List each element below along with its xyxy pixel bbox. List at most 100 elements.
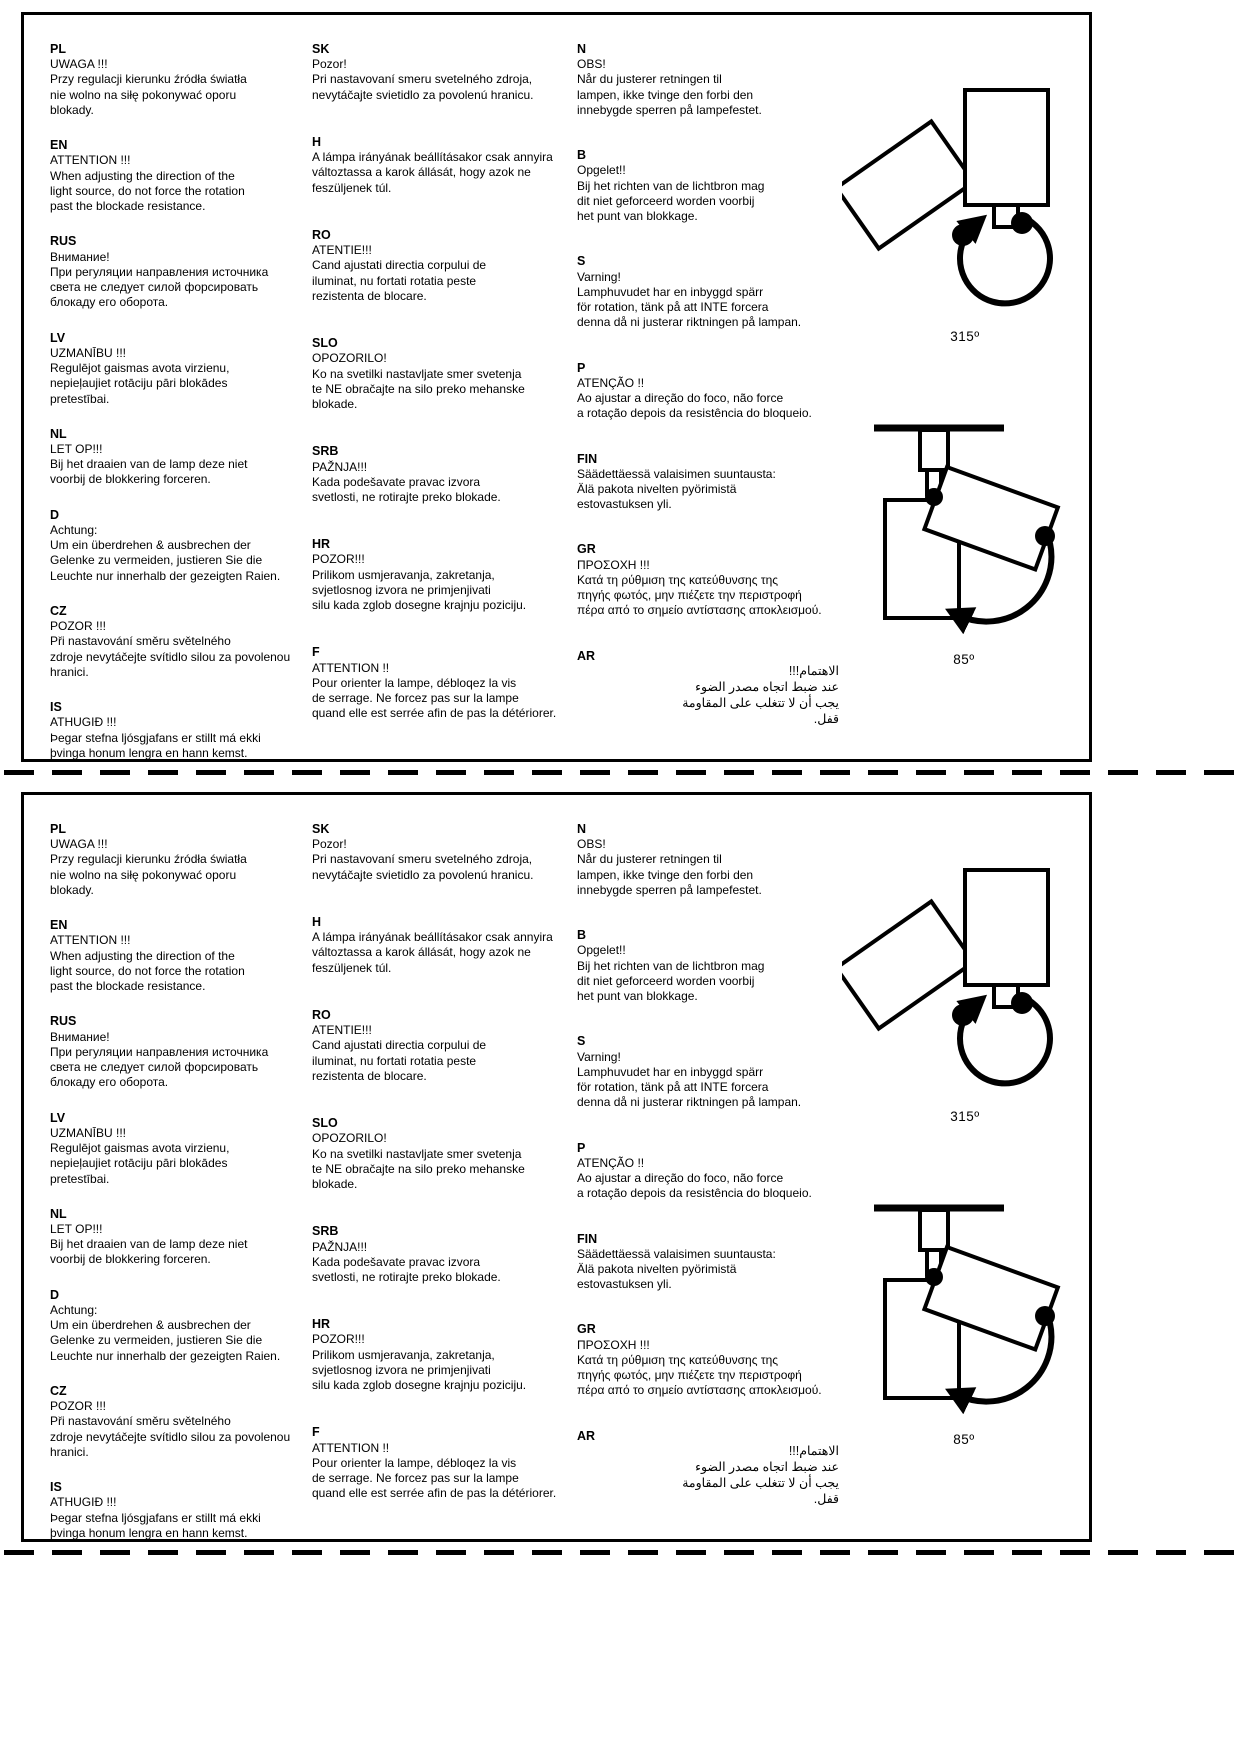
warning-text: ATENÇÃO !! Ao ajustar a direção do foco,… (577, 1155, 812, 1201)
warning-text: OPOZORILO! Ko na svetilki nastavljate sm… (312, 351, 525, 412)
language-code: S (577, 254, 586, 269)
warning-text: POZOR !!! Při nastavování směru světelné… (50, 1399, 291, 1459)
language-code: RO (312, 227, 331, 242)
text-column: N OBS! Når du justerer retningen til lam… (577, 41, 839, 756)
language-block: SK Pozor! Pri nastavovaní smeru svetelné… (312, 41, 574, 103)
language-block: P ATENÇÃO !! Ao ajustar a direção do foc… (577, 1140, 839, 1202)
language-code: PL (50, 822, 66, 836)
language-block: RO ATENTIE!!! Cand ajustati directia cor… (312, 1007, 574, 1084)
warning-text: POZOR !!! Při nastavování směru světelné… (50, 619, 291, 679)
language-block: B Opgelet!! Bij het richten van de licht… (577, 147, 839, 224)
mount-bracket (918, 1208, 950, 1252)
rotation-diagram: 315º (842, 55, 1088, 344)
warning-text: POZOR!!! Prilikom usmjeravanja, zakretan… (312, 552, 527, 613)
warning-text: Säädettäessä valaisimen suuntausta: Älä … (577, 1246, 776, 1292)
warning-text: OBS! Når du justerer retningen til lampe… (577, 57, 762, 117)
joint-dot (925, 1268, 943, 1286)
language-code: SK (312, 42, 330, 56)
warning-text: الاهتمام!!! عند ضبط اتجاه مصدر الضوء يجب… (682, 1443, 839, 1506)
language-code: LV (50, 1110, 66, 1125)
language-block: LV UZMANĪBU !!! Regulējot gaismas avota … (50, 1110, 302, 1187)
warning-text: A lámpa irányának beállításakor csak ann… (312, 930, 553, 975)
language-code: H (312, 914, 322, 929)
language-block: CZ POZOR !!! Při nastavování směru světe… (50, 1383, 302, 1460)
warning-text: Achtung: Um ein überdrehen & ausbrechen … (50, 522, 281, 583)
joint-dot (925, 488, 943, 506)
language-code: D (50, 1287, 60, 1302)
language-block: EN ATTENTION !!! When adjusting the dire… (50, 917, 302, 994)
language-code: RO (312, 1007, 331, 1022)
language-block: IS ATHUGIÐ !!! Þegar stefna ljósgjafans … (50, 1479, 302, 1541)
warning-text: OBS! Når du justerer retningen til lampe… (577, 837, 762, 897)
tilt-angle-label: 85º (953, 652, 975, 667)
language-code: D (50, 507, 60, 522)
language-block: H A lámpa irányának beállításakor csak a… (312, 134, 574, 196)
text-column: PL UWAGA !!! Przy regulacji kierunku źró… (50, 821, 302, 1560)
warning-text: OPOZORILO! Ko na svetilki nastavljate sm… (312, 1131, 525, 1192)
language-block: P ATENÇÃO !! Ao ajustar a direção do foc… (577, 360, 839, 422)
language-code: GR (577, 542, 596, 557)
warning-text: UZMANĪBU !!! Regulējot gaismas avota vir… (50, 345, 230, 406)
language-code: RUS (50, 1014, 77, 1029)
language-block: D Achtung: Um ein überdrehen & ausbreche… (50, 507, 302, 584)
language-code: S (577, 1034, 586, 1049)
language-block: S Varning! Lamphuvudet har en inbyggd sp… (577, 1033, 839, 1110)
language-code: SRB (312, 1224, 339, 1239)
warning-text: Varning! Lamphuvudet har en inbyggd spär… (577, 1049, 802, 1110)
warning-text: ATHUGIÐ !!! Þegar stefna ljósgjafans er … (50, 1495, 261, 1540)
warning-text: ATTENTION !!! When adjusting the directi… (50, 933, 245, 994)
tilt-diagram: 85º (854, 415, 1074, 667)
language-code: F (312, 1425, 320, 1440)
spotlight-tilt-illustration (874, 1204, 1061, 1415)
warning-text: ATTENTION !! Pour orienter la lampe, déb… (312, 1440, 557, 1501)
language-block: SLO OPOZORILO! Ko na svetilki nastavljat… (312, 335, 574, 412)
language-block: PL UWAGA !!! Przy regulacji kierunku źró… (50, 821, 302, 898)
warning-text: LET OP!!! Bij het draaien van de lamp de… (50, 1222, 248, 1267)
lamp-head-upright (963, 868, 1050, 987)
language-code: FIN (577, 451, 598, 466)
language-code: SLO (312, 1116, 338, 1131)
warning-text: Внимание! При регуляции направления исто… (50, 1029, 269, 1090)
language-block: RO ATENTIE!!! Cand ajustati directia cor… (312, 227, 574, 304)
warning-text: PAŽNJA!!! Kada podešavate pravac izvora … (312, 459, 501, 504)
language-code: NL (50, 426, 67, 441)
language-code: EN (50, 918, 68, 933)
spotlight-rotation-illustration (842, 88, 1053, 307)
language-code: EN (50, 138, 68, 153)
language-block: SK Pozor! Pri nastavovaní smeru svetelné… (312, 821, 574, 883)
text-column: SK Pozor! Pri nastavovaní smeru svetelné… (312, 821, 574, 1533)
language-block: HR POZOR!!! Prilikom usmjeravanja, zakre… (312, 536, 574, 613)
language-block: F ATTENTION !! Pour orienter la lampe, d… (312, 644, 574, 721)
tilt-angle-label: 85º (953, 1432, 975, 1447)
language-block: EN ATTENTION !!! When adjusting the dire… (50, 137, 302, 214)
spotlight-rotation-illustration (842, 868, 1053, 1087)
mount-bracket (918, 428, 950, 472)
language-code: P (577, 1140, 586, 1155)
language-block: RUS Внимание! При регуляции направления … (50, 233, 302, 310)
language-code: NL (50, 1206, 67, 1221)
language-code: SRB (312, 444, 339, 459)
language-code: B (577, 928, 587, 943)
warning-text: ATTENTION !!! When adjusting the directi… (50, 153, 245, 214)
language-block: GR ΠΡΟΣΟΧΗ !!! Κατά τη ρύθμιση της κατεύ… (577, 541, 839, 618)
rotation-angle-label: 315º (950, 329, 980, 344)
language-code: FIN (577, 1231, 598, 1246)
language-code: SLO (312, 336, 338, 351)
language-code: H (312, 134, 322, 149)
language-code: PL (50, 42, 66, 56)
warning-text: ATHUGIÐ !!! Þegar stefna ljósgjafans er … (50, 715, 261, 760)
language-code: B (577, 148, 587, 163)
warning-text: Säädettäessä valaisimen suuntausta: Älä … (577, 466, 776, 512)
language-code: HR (312, 537, 331, 552)
language-code: AR (577, 648, 596, 663)
language-code: CZ (50, 603, 67, 618)
lamp-head-tilted (842, 118, 977, 252)
warning-text: A lámpa irányának beállításakor csak ann… (312, 150, 553, 195)
language-block: AR الاهتمام!!! عند ضبط اتجاه مصدر الضوء … (577, 648, 839, 728)
lamp-head-upright (963, 88, 1050, 207)
warning-text: ΠΡΟΣΟΧΗ !!! Κατά τη ρύθμιση της κατεύθυν… (577, 557, 822, 618)
rotation-angle-label: 315º (950, 1109, 980, 1124)
lamp-head-tilted (842, 898, 977, 1032)
language-block: B Opgelet!! Bij het richten van de licht… (577, 927, 839, 1004)
language-block: NL LET OP!!! Bij het draaien van de lamp… (50, 1206, 302, 1268)
